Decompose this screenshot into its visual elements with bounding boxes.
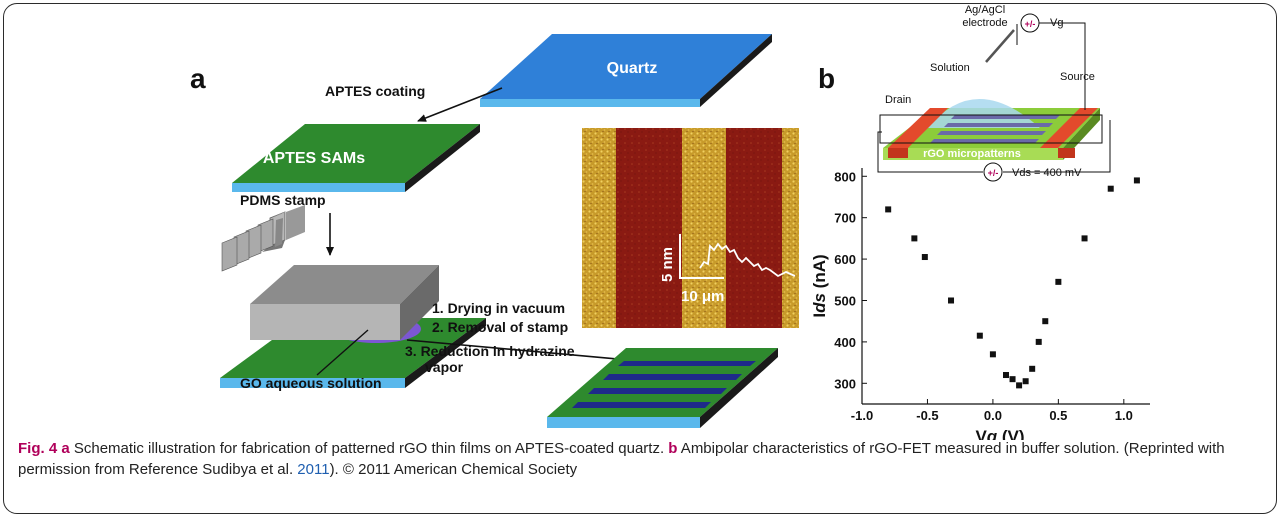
y-tick-label: 600	[834, 252, 856, 267]
afm-scale-x: 10 μm	[681, 288, 724, 305]
drain-source-label: +/-	[988, 168, 999, 178]
data-point	[1081, 235, 1088, 242]
micropatterns-label: rGO micropatterns	[923, 148, 1021, 160]
ids-vg-chart: -1.0 -0.5 0.0 0.5 1.0 300 400 500 600 700 800	[834, 168, 1150, 423]
y-ticks: 300 400 500 600 700 800	[834, 169, 867, 391]
x-tick-label: 1.0	[1115, 408, 1133, 423]
go-solution-label: GO aqueous solution	[240, 375, 382, 391]
figure-caption: Fig. 4 a Schematic illustration for fabr…	[18, 438, 1263, 480]
data-point	[1042, 318, 1049, 325]
electrode-label-2: electrode	[962, 17, 1007, 29]
electrode-probe	[985, 29, 1015, 63]
panel-b-label: b	[818, 63, 835, 94]
x-ticks: -1.0 -0.5 0.0 0.5 1.0	[851, 399, 1133, 423]
patterned-rgo-slab	[547, 348, 778, 428]
data-point	[1133, 177, 1140, 184]
gate-source-icon	[1020, 13, 1040, 33]
solution-label: Solution	[930, 62, 970, 74]
step-3-label-cont: vapor	[425, 359, 464, 375]
caption-reference-link[interactable]: 2011	[297, 461, 330, 478]
data-point	[1003, 372, 1009, 379]
figure-canvas: a Quartz APTES coating APTES SAMs PDMS s…	[190, 4, 1150, 440]
caption-tail: ). © 2011 American Chemical Society	[329, 461, 578, 478]
x-tick-label: 0.5	[1049, 408, 1067, 423]
quartz-label: Quartz	[607, 60, 658, 77]
data-points	[885, 177, 1140, 389]
drain-source-icon	[983, 162, 1003, 182]
y-tick-label: 800	[834, 169, 856, 184]
data-point	[1055, 278, 1062, 285]
go-solution-pointer	[316, 329, 369, 376]
data-point	[1016, 382, 1023, 389]
data-point	[989, 351, 996, 358]
step-2-label: 2. Removal of stamp	[432, 319, 568, 335]
data-point	[948, 297, 955, 304]
data-point	[921, 254, 928, 261]
step-3-label: 3. Reduction in hydrazine	[405, 343, 575, 359]
caption-b-text: Ambipolar characteristics of rGO-FET mea…	[18, 440, 1225, 478]
vg-label: Vg	[1050, 17, 1063, 29]
vds-label: Vds = 400 mV	[1012, 167, 1082, 179]
gate-source-label: +/-	[1025, 19, 1036, 29]
data-point	[911, 235, 918, 242]
data-point	[1029, 365, 1036, 372]
data-point	[885, 206, 892, 213]
x-tick-label: -1.0	[851, 408, 873, 423]
caption-fig-label: Fig. 4	[18, 440, 58, 457]
pdms-stamp-icon	[221, 205, 305, 272]
afm-image	[582, 128, 799, 328]
data-point	[976, 332, 983, 339]
electrode-label-1: Ag/AgCl	[965, 4, 1005, 16]
y-tick-label: 700	[834, 211, 856, 226]
data-point	[1009, 376, 1016, 383]
figure-frame	[3, 3, 1277, 514]
caption-b-label: b	[668, 440, 678, 457]
y-tick-label: 400	[834, 335, 856, 350]
afm-scale-y: 5 nm	[659, 247, 676, 282]
quartz-slab	[480, 34, 772, 107]
aptes-sams-label: APTES SAMs	[263, 150, 365, 167]
x-axis-title: Vg (V)	[975, 427, 1024, 440]
pdms-stamp-label: PDMS stamp	[240, 192, 326, 208]
process-arrow	[406, 339, 641, 365]
fet-device-schematic	[879, 99, 1103, 160]
aptes-sams-slab	[232, 124, 480, 192]
circuit-wire	[877, 22, 1111, 173]
drain-label: Drain	[885, 94, 911, 106]
x-tick-label: -0.5	[916, 408, 938, 423]
panel-a-label: a	[190, 63, 206, 94]
data-point	[1022, 378, 1029, 385]
x-tick-label: 0.0	[984, 408, 1002, 423]
y-tick-label: 300	[834, 376, 856, 391]
aptes-coating-arrow	[417, 87, 503, 122]
data-point	[1107, 185, 1114, 192]
source-label: Source	[1060, 71, 1095, 83]
step-1-label: 1. Drying in vacuum	[432, 300, 565, 316]
data-point	[1035, 338, 1042, 345]
stamped-substrate	[220, 265, 486, 388]
aptes-coating-label: APTES coating	[325, 83, 425, 99]
y-axis-title: Ids (nA)	[810, 254, 829, 317]
y-tick-label: 500	[834, 293, 856, 308]
caption-a-label: a	[61, 440, 70, 457]
caption-a-text: Schematic illustration for fabrication o…	[69, 440, 669, 457]
